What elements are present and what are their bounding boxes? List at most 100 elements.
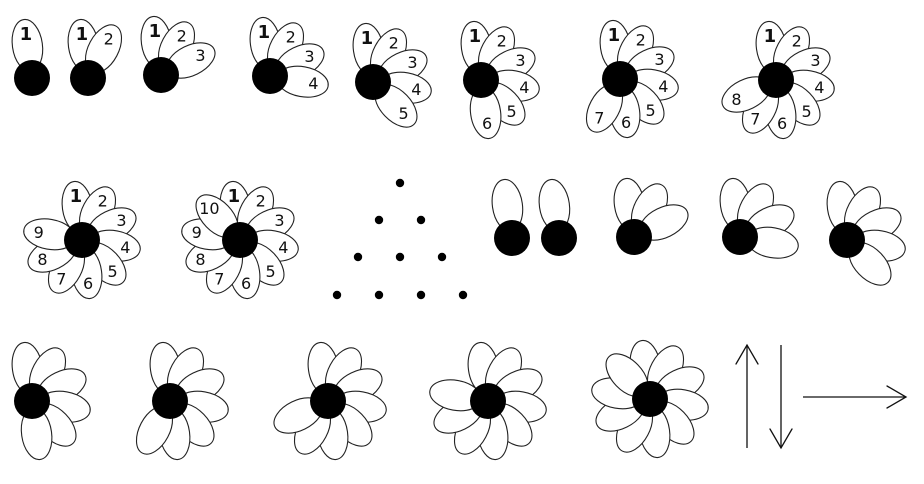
petal-number: 6 — [241, 274, 251, 293]
petal-number: 2 — [389, 34, 399, 53]
flower-center — [64, 222, 100, 258]
petal-number: 5 — [399, 104, 409, 123]
triangle-dot — [417, 291, 425, 299]
arrow-down-icon — [770, 345, 792, 448]
unnumbered-flower-6 — [9, 340, 93, 461]
unnumbered-flower-10 — [589, 338, 710, 459]
petal-number: 3 — [810, 51, 820, 70]
triangle-dot — [396, 253, 404, 261]
petal-number: 2 — [497, 32, 507, 51]
petal-number: 1 — [70, 186, 83, 207]
petal-number: 1 — [149, 21, 162, 42]
flower-center — [494, 220, 530, 256]
flower-center — [602, 61, 638, 97]
flower-center — [829, 222, 865, 258]
flower-center — [722, 219, 758, 255]
petal-number: 7 — [594, 108, 604, 127]
petal-number: 2 — [98, 192, 108, 211]
unnumbered-flower-3 — [611, 176, 694, 255]
petal-number: 8 — [731, 90, 741, 109]
petal-number: 4 — [120, 238, 130, 257]
petal-number: 4 — [308, 74, 318, 93]
flower-center — [14, 60, 50, 96]
petal-number: 9 — [192, 223, 202, 242]
petal-number: 6 — [482, 114, 492, 133]
petal-number: 1 — [361, 28, 374, 49]
petal-number: 3 — [407, 53, 417, 72]
dot-triangle — [333, 179, 467, 299]
petal-number: 8 — [37, 250, 47, 269]
triangle-dot — [375, 216, 383, 224]
petal-number: 3 — [274, 211, 284, 230]
flower-center — [541, 220, 577, 256]
flower-center — [463, 62, 499, 98]
flower-center — [355, 64, 391, 100]
petal-number: 4 — [278, 238, 288, 257]
petal-number: 6 — [83, 274, 93, 293]
petal-number: 1 — [469, 26, 482, 47]
petal-number: 5 — [108, 262, 118, 281]
flower-center — [252, 58, 288, 94]
unnumbered-flower-9 — [427, 340, 548, 461]
petal-number: 3 — [304, 47, 314, 66]
unnumbered-flower-1 — [489, 177, 530, 256]
petal-number: 2 — [636, 31, 646, 50]
flower-center — [222, 222, 258, 258]
petal-number: 4 — [658, 77, 668, 96]
petal-number: 10 — [199, 199, 219, 218]
petal-number: 2 — [286, 28, 296, 47]
petal-number: 3 — [515, 51, 525, 70]
unnumbered-flower-5 — [824, 179, 908, 292]
flower-center — [616, 219, 652, 255]
petal-number: 2 — [792, 32, 802, 51]
flower-center — [632, 381, 668, 417]
petal-number: 2 — [177, 27, 187, 46]
petal-number: 7 — [56, 269, 66, 288]
petal-number: 1 — [20, 24, 33, 45]
triangle-dot — [417, 216, 425, 224]
petal-number: 5 — [802, 102, 812, 121]
petal-number: 1 — [764, 26, 777, 47]
triangle-dot — [375, 291, 383, 299]
petal-number: 5 — [507, 102, 517, 121]
petal-number: 9 — [34, 223, 44, 242]
triangle-dot — [396, 179, 404, 187]
flower-center — [758, 62, 794, 98]
petal-number: 3 — [116, 211, 126, 230]
flower-center — [470, 383, 506, 419]
numbered-flower-1: 1 — [9, 17, 50, 96]
petal-number: 7 — [750, 109, 760, 128]
petal-number: 7 — [214, 269, 224, 288]
petal-number: 6 — [777, 114, 787, 133]
triangle-dot — [438, 253, 446, 261]
petal-number: 2 — [104, 30, 114, 49]
petal-number: 1 — [76, 24, 89, 45]
petal-number: 5 — [646, 101, 656, 120]
petal-number: 4 — [519, 78, 529, 97]
flower-center — [14, 383, 50, 419]
flower-center — [70, 60, 106, 96]
petal-number: 5 — [266, 262, 276, 281]
arrow-right-icon — [803, 386, 906, 408]
petal-number: 3 — [195, 46, 205, 65]
petal-number: 3 — [654, 50, 664, 69]
unnumbered-flower-4 — [717, 176, 801, 262]
triangle-dot — [333, 291, 341, 299]
triangle-dot — [354, 253, 362, 261]
triangle-dot — [459, 291, 467, 299]
petal-number: 2 — [256, 192, 266, 211]
unnumbered-flower-7 — [129, 340, 231, 461]
petal-number: 1 — [608, 25, 621, 46]
flower-center — [310, 383, 346, 419]
flower-center — [143, 57, 179, 93]
unnumbered-flower-2 — [536, 177, 577, 256]
